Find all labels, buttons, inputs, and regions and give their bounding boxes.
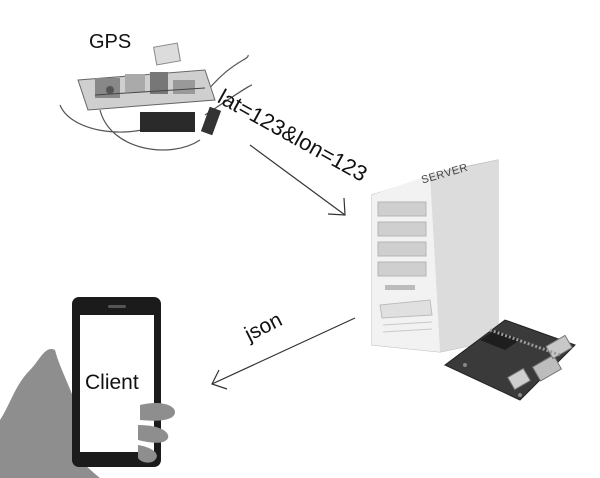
request-arrow (249, 144, 346, 216)
smartphone-in-hand-icon (0, 297, 175, 478)
response-arrow (211, 317, 356, 390)
client-label: Client (85, 371, 139, 394)
server-tower-icon (371, 159, 499, 353)
gps-label: GPS (89, 31, 132, 53)
gps-circuit-board-icon (59, 42, 253, 151)
raspberry-pi-board-icon (444, 319, 576, 401)
